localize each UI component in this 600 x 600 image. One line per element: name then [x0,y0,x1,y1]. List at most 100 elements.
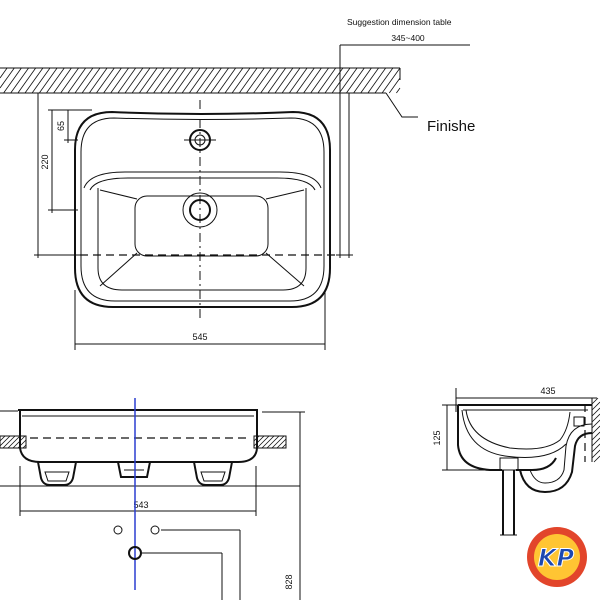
hatch-line [60,67,79,94]
side-wall-hatch [591,397,600,463]
front-body [19,410,258,463]
hatch-line [10,67,29,94]
hatch-line [591,443,600,453]
bowl-slope-line-bl [99,252,138,287]
hatch-line [261,435,275,449]
hatch-line [210,67,229,94]
foot-left-inner [44,471,70,482]
front-view: 543 828 [0,398,305,600]
hatch-line [167,67,187,94]
hatch-line [231,67,251,94]
hatch-line [203,67,222,94]
hatch-line [0,67,8,79]
hatch-line [0,67,15,89]
hatch-line [117,67,137,94]
side-view: 435 125 [432,386,600,536]
hatch-line [388,77,401,94]
hatch-line [591,431,600,441]
hatch-line [188,67,208,94]
hatch-line [591,413,600,423]
hatch-line [0,435,6,442]
logo-inner [534,534,580,580]
bowl-back-edge [83,171,322,189]
foot-middle [117,461,151,478]
hatch-line [591,401,600,411]
bowl-slope-line-tl [99,189,138,200]
side-drain-body [499,457,519,471]
hatch-line [331,67,351,94]
hatch-line [153,67,172,94]
wall-hatch [0,67,401,94]
hatch-line [296,67,315,94]
hatch-line [17,439,27,449]
supply-hole-right [150,525,160,535]
hatch-line [256,435,270,449]
finish-leader-line [385,92,418,118]
hatch-line [131,67,151,94]
hatch-line [346,67,365,94]
side-body-right [516,457,557,471]
supply-hole-left [113,525,123,535]
hatch-line [338,67,358,94]
hatch-line [274,67,294,94]
trap-inner [529,423,593,484]
bowl-back-edge-inner [89,177,316,191]
hatch-line [31,67,51,94]
suggestion-title: Suggestion dimension table [347,17,452,27]
hatch-line [146,67,165,94]
hatch-line [591,425,600,435]
hatch-line [591,407,600,417]
hatch-line [353,67,372,94]
dim-220-label: 220 [40,154,50,169]
hatch-line [281,67,301,94]
hatch-line [266,435,280,449]
hatch-line [67,67,87,94]
hatch-line [591,397,599,405]
foot-right [193,461,233,486]
hatch-line [103,67,122,94]
hatch-line [260,67,279,94]
suggestion-range: 345~400 [391,33,425,43]
top-view: Finishe Suggestion dimension table 345~4… [0,17,475,350]
hatch-line [317,67,337,94]
hatch-line [591,437,600,447]
waste-outlet [128,546,142,560]
bowl-inner-outline [97,188,307,291]
logo-text: KP [538,544,575,572]
hatch-line [267,67,287,94]
hatch-line [53,67,72,94]
hatch-line [271,435,285,449]
hatch-line [81,67,101,94]
hatch-line [591,449,600,459]
dim-828-label: 828 [284,574,294,589]
hatch-line [238,67,258,94]
trap-outer [519,432,593,494]
foot-right-inner [200,471,226,482]
hatch-line [310,67,329,94]
hatch-line [46,67,65,94]
hatch-line [181,67,201,94]
counter-right-hatch [253,435,287,449]
side-bowl-curve-outer [461,409,567,458]
hatch-line [110,67,129,94]
hatch-line [38,67,58,94]
dim-545-label: 545 [192,332,207,342]
hatch-line [253,435,260,442]
bowl-flat-area [134,195,269,257]
side-outer-profile [457,405,502,471]
hatch-line [138,67,158,94]
hatch-line [24,67,44,94]
bowl-slope-line-br [265,252,305,287]
hatch-line [288,67,308,94]
hatch-line [2,435,16,449]
hatch-line [74,67,94,94]
counter-left [0,435,27,449]
hatch-line [3,67,22,94]
hatch-line [196,67,215,94]
hatch-line [88,67,108,94]
hatch-line [174,67,194,94]
bowl-slope-line-tr [265,189,305,200]
hatch-line [396,87,401,94]
hatch-line [367,67,387,94]
